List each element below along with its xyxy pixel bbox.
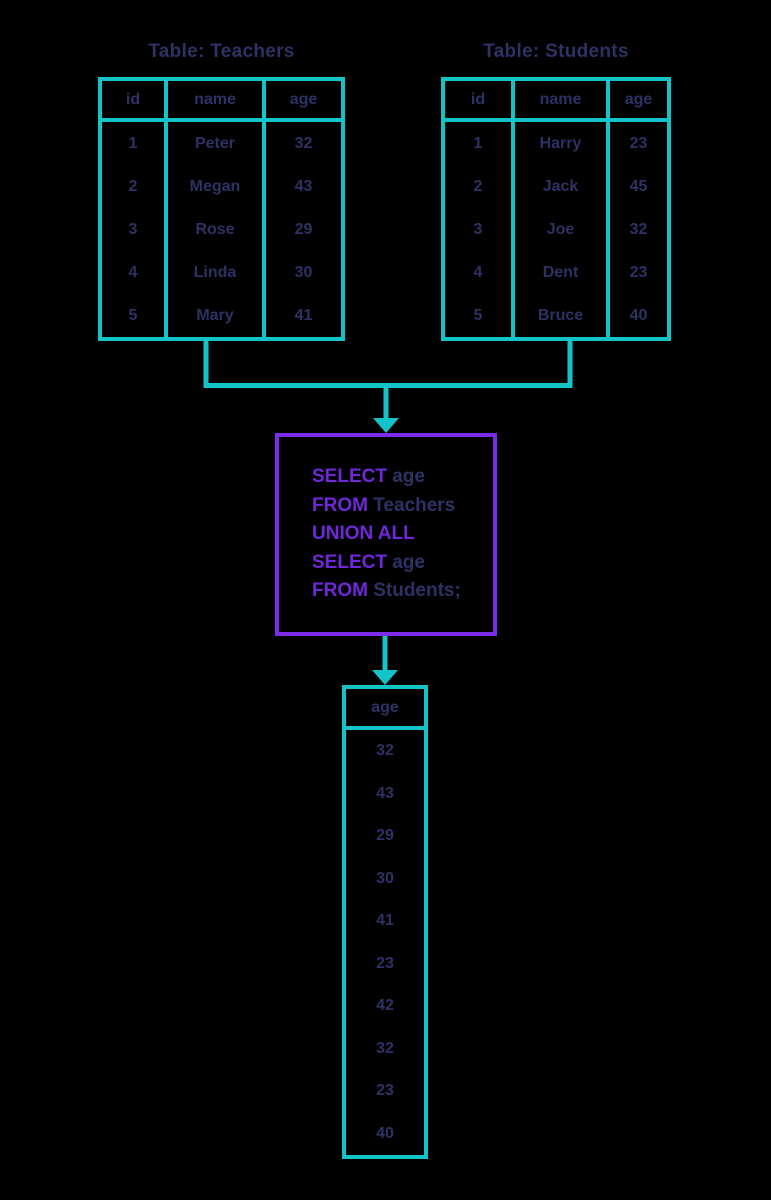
table-cell: Harry bbox=[539, 134, 582, 152]
table-cell: 2 bbox=[128, 177, 138, 195]
table-cell: 40 bbox=[376, 1124, 394, 1142]
sql-text: Students; bbox=[367, 580, 461, 602]
table-cell: 23 bbox=[376, 954, 394, 972]
table-cell: 29 bbox=[294, 220, 313, 238]
table-cell: 23 bbox=[629, 263, 648, 281]
table-cell: 30 bbox=[376, 869, 394, 887]
table-cell: 32 bbox=[376, 742, 394, 760]
sql-line: FROM Teachers bbox=[312, 492, 493, 521]
table-cell: 45 bbox=[629, 177, 648, 195]
sql-line: SELECT age bbox=[312, 463, 493, 492]
table-cell: 4 bbox=[128, 263, 138, 281]
table-cell: 29 bbox=[376, 827, 394, 845]
column-header: age bbox=[266, 81, 341, 122]
arrow-down-icon bbox=[373, 418, 399, 433]
table-cell: 30 bbox=[294, 263, 313, 281]
students-col-age: age 23 45 32 23 40 bbox=[610, 81, 667, 337]
sql-line: FROM Students; bbox=[312, 577, 493, 606]
table-cell: 4 bbox=[473, 263, 483, 281]
table-cell: Mary bbox=[196, 306, 234, 324]
table-cell: 40 bbox=[629, 306, 648, 324]
column-header: age bbox=[346, 689, 424, 730]
table-cell: Peter bbox=[194, 134, 236, 152]
students-table-title: Table: Students bbox=[483, 41, 629, 62]
table-cell: Linda bbox=[193, 263, 237, 281]
column-header: id bbox=[102, 81, 164, 122]
table-cell: Megan bbox=[189, 177, 241, 195]
teachers-col-name: name Peter Megan Rose Linda Mary bbox=[168, 81, 266, 337]
table-cell: 5 bbox=[128, 306, 138, 324]
table-cell: Jack bbox=[542, 177, 579, 195]
sql-query-box: SELECT age FROM Teachers UNION ALL SELEC… bbox=[275, 433, 497, 636]
table-cell: 2 bbox=[473, 177, 483, 195]
teachers-col-age: age 32 43 29 30 41 bbox=[266, 81, 341, 337]
result-col-age: age 32 43 29 30 41 23 42 32 23 40 bbox=[346, 689, 424, 1155]
arrow-down-icon bbox=[372, 670, 398, 685]
table-cell: 43 bbox=[294, 177, 313, 195]
table-cell: 41 bbox=[294, 306, 313, 324]
teachers-col-id: id 1 2 3 4 5 bbox=[102, 81, 168, 337]
table-cell: Dent bbox=[542, 263, 579, 281]
teachers-table-title: Table: Teachers bbox=[148, 41, 295, 62]
column-header: name bbox=[515, 81, 606, 122]
sql-line: UNION ALL bbox=[312, 520, 493, 549]
students-col-name: name Harry Jack Joe Dent Bruce bbox=[515, 81, 610, 337]
column-header: name bbox=[168, 81, 262, 122]
table-cell: 3 bbox=[473, 220, 483, 238]
table-cell: 32 bbox=[294, 134, 313, 152]
table-cell: 3 bbox=[128, 220, 138, 238]
column-header: age bbox=[610, 81, 667, 122]
table-cell: Rose bbox=[195, 220, 235, 238]
column-header: id bbox=[445, 81, 511, 122]
table-cell: Bruce bbox=[537, 306, 584, 324]
table-cell: 42 bbox=[376, 997, 394, 1015]
sql-keyword: FROM bbox=[312, 494, 368, 516]
table-cell: 1 bbox=[473, 134, 483, 152]
table-cell: 23 bbox=[376, 1082, 394, 1100]
table-cell: 32 bbox=[629, 220, 648, 238]
students-table: id 1 2 3 4 5 name Harry Jack Joe Dent Br… bbox=[441, 77, 671, 341]
table-cell: 43 bbox=[376, 784, 394, 802]
table-cell: Joe bbox=[546, 220, 575, 238]
table-cell: 1 bbox=[128, 134, 138, 152]
sql-keyword: SELECT bbox=[312, 466, 387, 488]
table-cell: 23 bbox=[629, 134, 648, 152]
table-cell: 5 bbox=[473, 306, 483, 324]
sql-text: age bbox=[386, 466, 425, 488]
sql-keyword: FROM bbox=[312, 580, 368, 602]
sql-text: age bbox=[386, 551, 425, 573]
result-table: age 32 43 29 30 41 23 42 32 23 40 bbox=[342, 685, 428, 1159]
sql-text: Teachers bbox=[367, 494, 456, 516]
table-cell: 32 bbox=[376, 1039, 394, 1057]
table-cell: 41 bbox=[376, 912, 394, 930]
teachers-table: id 1 2 3 4 5 name Peter Megan Rose Linda… bbox=[98, 77, 345, 341]
sql-keyword: SELECT bbox=[312, 551, 387, 573]
sql-line: SELECT age bbox=[312, 549, 493, 578]
sql-keyword: UNION ALL bbox=[312, 523, 415, 545]
students-col-id: id 1 2 3 4 5 bbox=[445, 81, 515, 337]
merge-connector-line bbox=[203, 341, 573, 388]
